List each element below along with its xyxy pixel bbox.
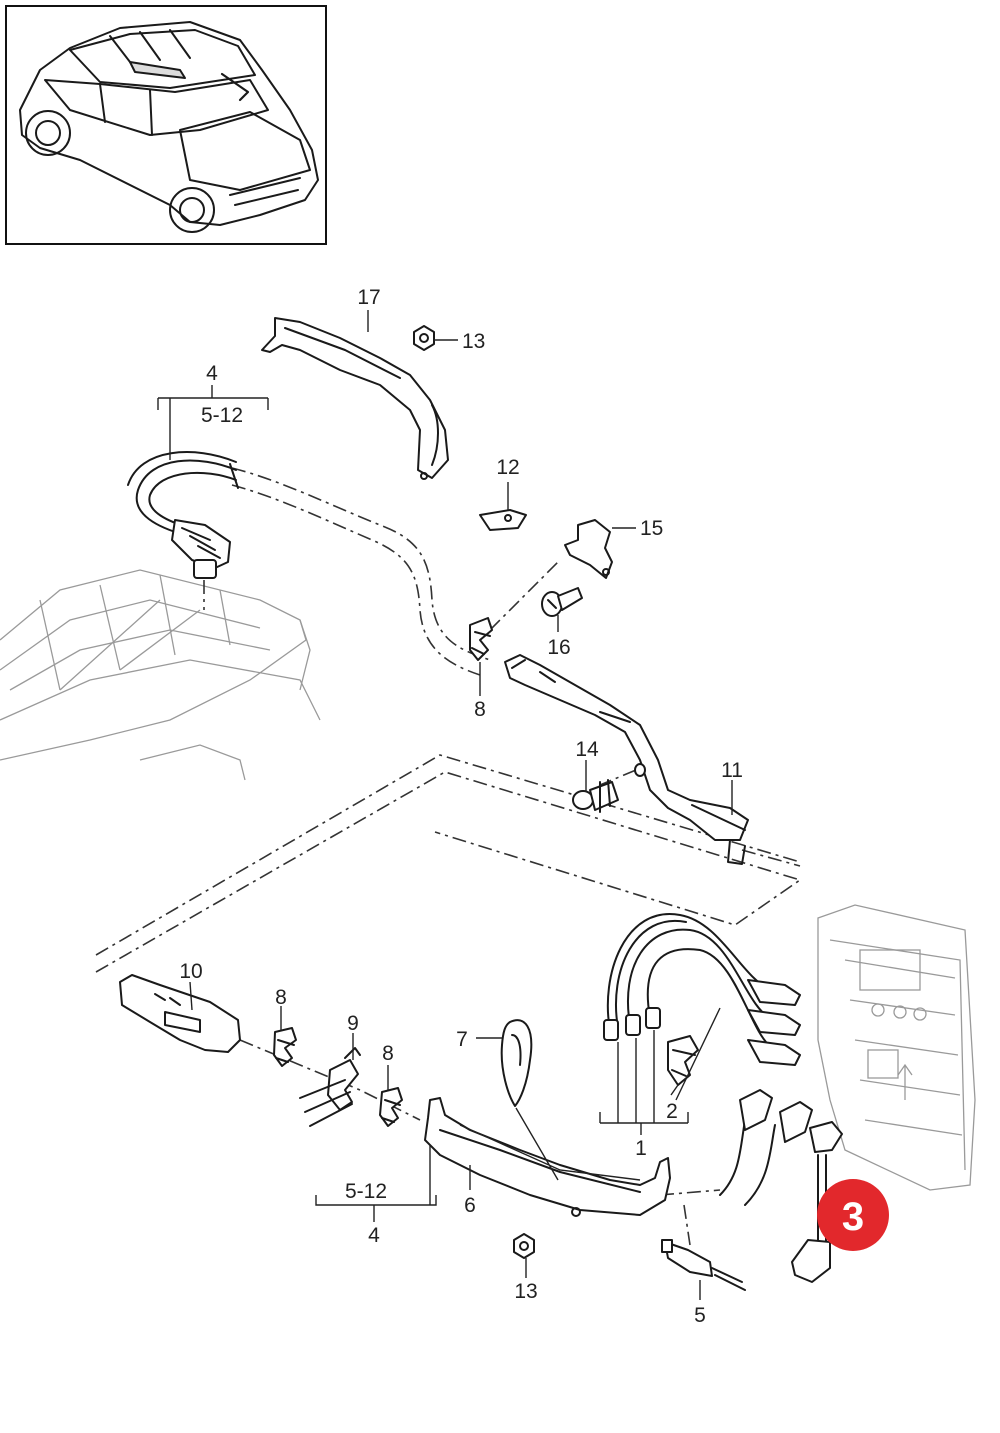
part-14-push-clip	[572, 763, 646, 813]
callout-17: 17	[357, 286, 380, 309]
callout-7: 7	[456, 1028, 468, 1051]
part-6-guard	[424, 1097, 671, 1217]
callout-2: 2	[666, 1100, 678, 1123]
highlight-badge-label: 3	[842, 1195, 864, 1239]
leader-lines	[157, 310, 733, 1300]
callout-12: 12	[496, 456, 519, 479]
part-4-harness-top	[127, 451, 239, 579]
callout-16: 16	[547, 636, 570, 659]
vehicle-thumbnail	[5, 5, 327, 245]
part-8-clip-top	[469, 617, 493, 661]
callout-10: 10	[179, 960, 202, 983]
part-13-nut-bottom	[513, 1233, 535, 1259]
callout-9: 9	[347, 1012, 359, 1035]
control-unit-outline	[817, 904, 976, 1191]
callout-1: 1	[635, 1137, 647, 1160]
callout-4-bottom: 4	[368, 1224, 380, 1247]
callout-labels: 17 13 4 5-12 12 15 16 8 14 11 10 8 9 8 7…	[179, 286, 743, 1327]
part-1-harness	[603, 913, 801, 1066]
callout-14: 14	[575, 738, 599, 761]
callout-11: 11	[721, 759, 743, 782]
part-8-clip-mid-left	[273, 1027, 297, 1067]
callout-13-top: 13	[462, 330, 485, 353]
callout-5-12-top: 5-12	[201, 404, 243, 427]
callout-6: 6	[464, 1194, 476, 1217]
part-5-cable-tie	[661, 1239, 746, 1291]
part-8-clip-mid-right	[379, 1087, 403, 1127]
part-12-clip	[479, 509, 527, 531]
callout-15: 15	[640, 517, 663, 540]
callout-13-bottom: 13	[514, 1280, 537, 1303]
callout-4-top: 4	[206, 362, 218, 385]
part-9-cable-tie	[299, 1047, 361, 1127]
callout-8-mid-left: 8	[275, 986, 287, 1009]
part-2-clip	[667, 1035, 699, 1086]
callout-5: 5	[694, 1304, 706, 1327]
part-16-screw	[541, 587, 583, 617]
part-13-nut-top	[413, 325, 435, 351]
part-7-strap	[500, 1019, 533, 1107]
part-11-harness	[504, 654, 749, 865]
part-3-harness	[719, 1089, 843, 1283]
chassis-outline	[0, 569, 321, 781]
part-15-bracket	[564, 519, 613, 579]
part-10-cover	[119, 974, 241, 1053]
highlight-badge: 3	[817, 1179, 889, 1251]
routing-lines	[95, 467, 802, 1246]
callout-5-12-bottom: 5-12	[345, 1180, 387, 1203]
part-17-bracket	[261, 317, 449, 480]
callout-8-mid-right: 8	[382, 1042, 394, 1065]
callout-8-top: 8	[474, 698, 486, 721]
